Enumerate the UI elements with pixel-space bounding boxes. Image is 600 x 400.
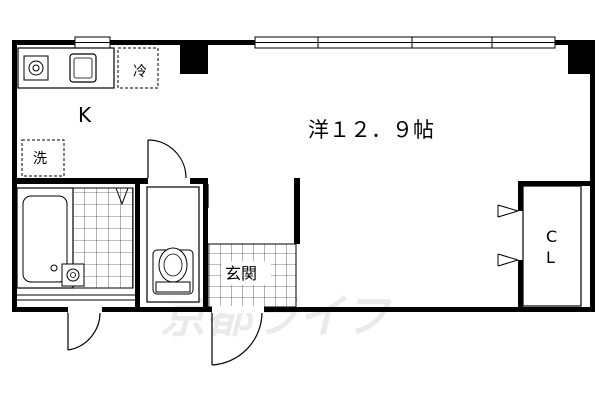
interior-walls bbox=[12, 178, 592, 310]
bathroom bbox=[16, 187, 134, 289]
closet-label-l: L bbox=[546, 248, 555, 267]
wall-details bbox=[17, 294, 135, 301]
main-room-label: 洋１２．９帖 bbox=[308, 118, 434, 142]
fridge-space bbox=[117, 47, 159, 89]
entrance-label: 玄関 bbox=[225, 264, 257, 283]
washer-label: 洗 bbox=[33, 151, 47, 167]
door-openings bbox=[68, 306, 264, 313]
structural-columns bbox=[180, 44, 592, 74]
toilet bbox=[146, 186, 200, 303]
top-windows bbox=[74, 36, 556, 49]
washer-space bbox=[21, 139, 65, 177]
fridge-label: 冷 bbox=[133, 64, 147, 80]
closet bbox=[497, 185, 582, 307]
kitchen-label: K bbox=[78, 103, 92, 127]
door-swings bbox=[67, 139, 263, 366]
entrance-label-bg bbox=[221, 261, 271, 285]
kitchen-counter bbox=[17, 47, 115, 89]
closet-label-c: C bbox=[546, 227, 557, 246]
